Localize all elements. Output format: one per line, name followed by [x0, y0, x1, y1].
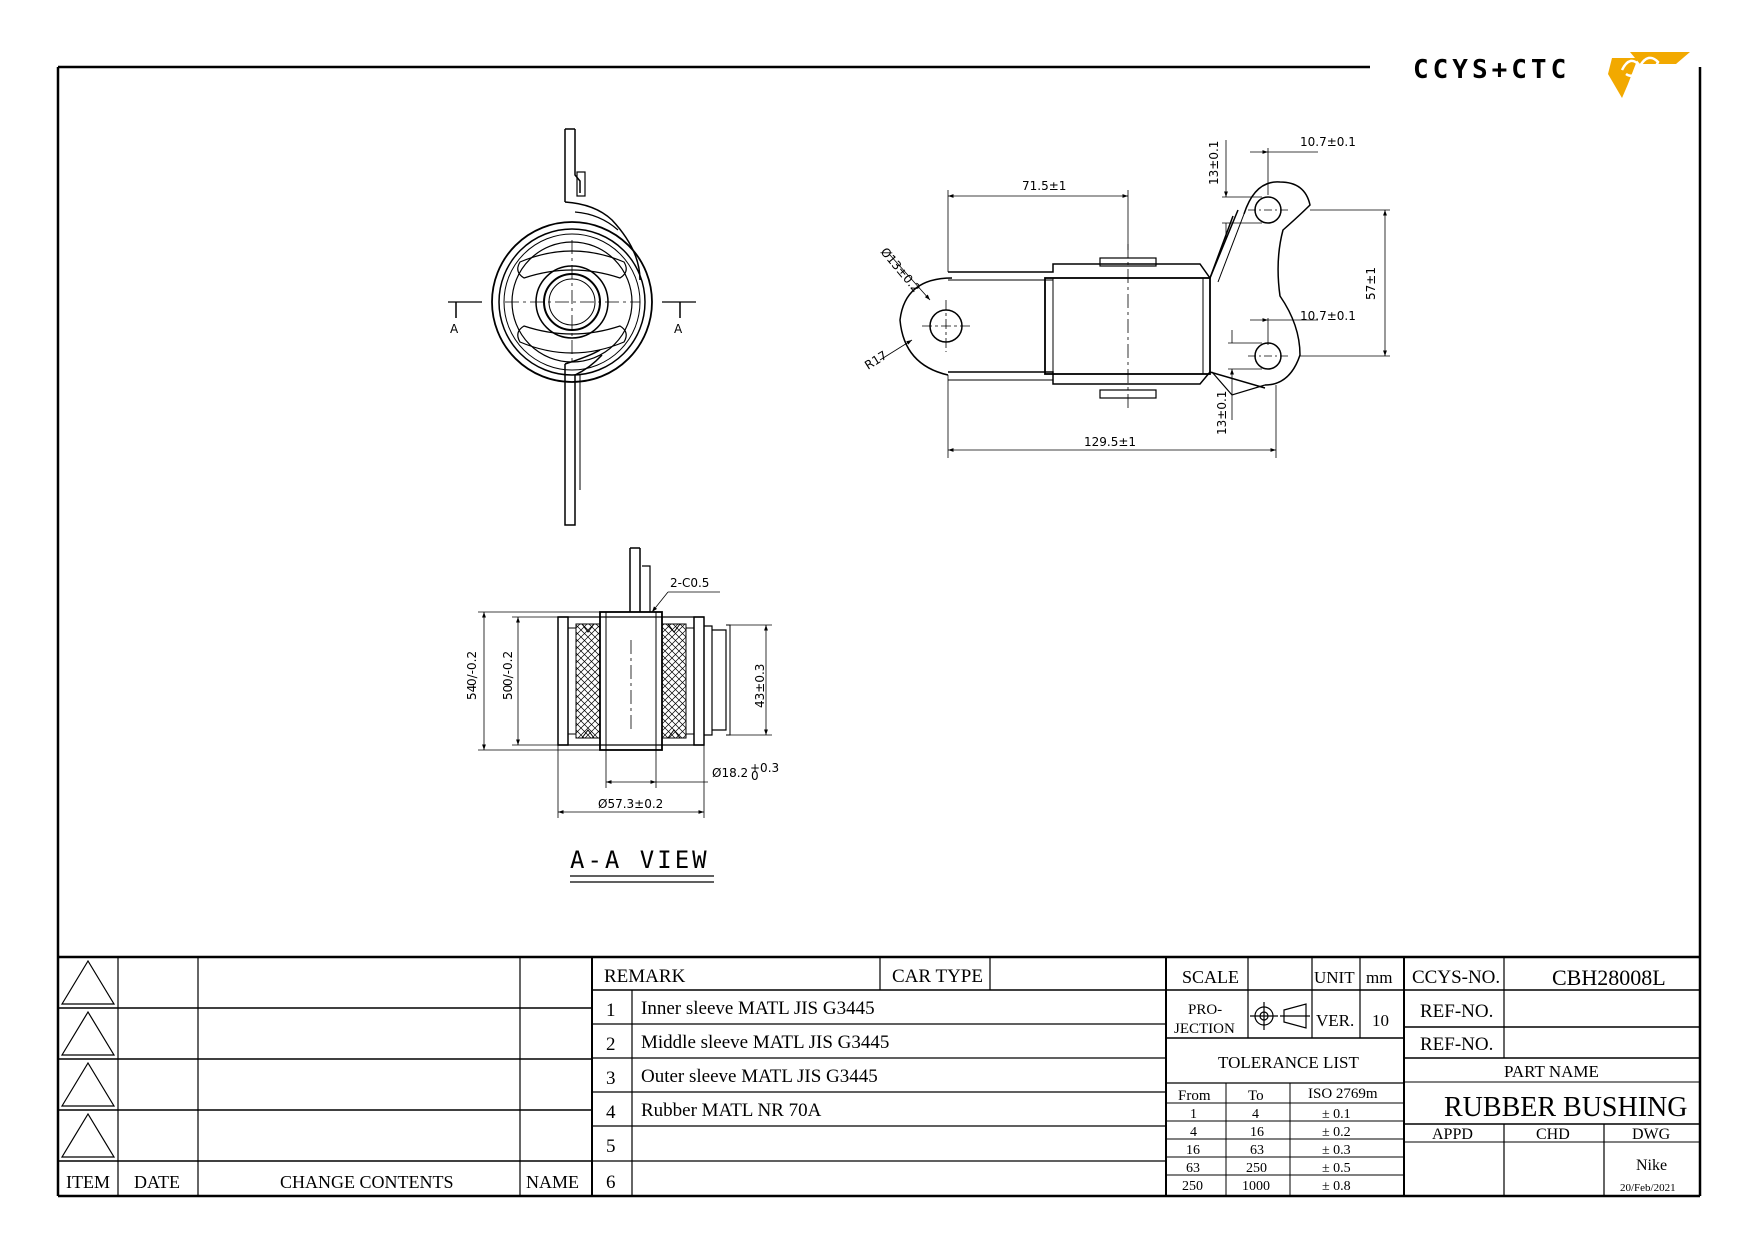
- dim-pin-diameter: Ø13±0.2: [878, 245, 923, 295]
- tol-value-4: ± 0.5: [1322, 1161, 1351, 1176]
- logo-mark-icon: [1608, 52, 1690, 98]
- remark-text-3: Outer sleeve MATL JIS G3445: [641, 1066, 878, 1087]
- remark-no-6: 6: [606, 1172, 616, 1193]
- unit-value: mm: [1366, 968, 1392, 987]
- tol-to-2: 16: [1250, 1125, 1264, 1140]
- remark-no-2: 2: [606, 1034, 616, 1055]
- revision-triangles: [60, 959, 116, 1158]
- projection-label-2: JECTION: [1174, 1021, 1235, 1037]
- remark-text-2: Middle sleeve MATL JIS G3445: [641, 1032, 889, 1053]
- revision-headers: ITEM DATE CHANGE CONTENTS NAME: [66, 1172, 579, 1192]
- tol-from-1: 1: [1190, 1107, 1197, 1122]
- tol-from-2: 4: [1190, 1125, 1197, 1140]
- remark-no-1: 1: [606, 1000, 616, 1021]
- company-logo: CCYS+CTC: [1413, 52, 1690, 98]
- section-view: [557, 547, 731, 751]
- ver-label: VER.: [1316, 1011, 1354, 1030]
- tol-header-iso: ISO 2769m: [1308, 1086, 1378, 1102]
- remark-no-4: 4: [606, 1102, 616, 1123]
- tol-to-3: 63: [1250, 1143, 1264, 1158]
- projection-label-1: PRO-: [1188, 1002, 1222, 1018]
- header-name: NAME: [526, 1172, 579, 1192]
- dwg-label: DWG: [1632, 1126, 1671, 1143]
- ver-value: 10: [1372, 1011, 1389, 1030]
- tol-value-1: ± 0.1: [1322, 1107, 1351, 1122]
- dim-outer-length-tol: 0/-0.2: [465, 651, 479, 686]
- side-view: [899, 181, 1311, 410]
- tol-from-4: 63: [1186, 1161, 1200, 1176]
- remark-no-3: 3: [606, 1068, 616, 1089]
- tol-to-4: 250: [1246, 1161, 1267, 1176]
- section-marker-left: A: [450, 322, 459, 336]
- remark-text-4: Rubber MATL NR 70A: [641, 1100, 822, 1121]
- tol-header-from: From: [1178, 1088, 1211, 1104]
- tol-to-5: 1000: [1242, 1179, 1270, 1194]
- dim-top-hole-height: 13±0.1: [1207, 141, 1221, 185]
- remark-header: REMARK: [604, 966, 686, 987]
- dim-overall-length: 129.5±1: [1084, 435, 1136, 449]
- logo-text: CCYS+CTC: [1413, 55, 1570, 85]
- section-dimensions: [478, 591, 772, 818]
- dim-top-hole-offset: 10.7±0.1: [1300, 135, 1356, 149]
- ccys-no-label: CCYS-NO.: [1412, 967, 1500, 988]
- header-change-contents: CHANGE CONTENTS: [280, 1172, 454, 1192]
- dim-arm-length: 71.5±1: [1022, 179, 1066, 193]
- section-marker-right: A: [674, 322, 683, 336]
- dim-bore-diameter: Ø18.2: [712, 766, 748, 780]
- front-view: [448, 128, 696, 526]
- scale-label: SCALE: [1182, 967, 1239, 987]
- side-view-dimensions: [879, 140, 1390, 458]
- dim-bore-tol-upper: +0.3: [750, 761, 779, 775]
- tolerance-title: TOLERANCE LIST: [1218, 1053, 1359, 1072]
- unit-label: UNIT: [1314, 968, 1355, 987]
- dim-outer-diameter: Ø57.3±0.2: [598, 797, 663, 811]
- appd-label: APPD: [1432, 1126, 1473, 1143]
- aa-view-label: A-A VIEW: [570, 846, 710, 874]
- title-block-right: CCYS-NO. CBH28008L REF-NO. REF-NO. PART …: [1412, 965, 1687, 1194]
- remarks-table: REMARK CAR TYPE 1 Inner sleeve MATL JIS …: [604, 966, 983, 1193]
- ref-no-label-2: REF-NO.: [1420, 1034, 1493, 1055]
- dim-radius: R17: [862, 348, 889, 372]
- projection-symbol-icon: [1250, 1002, 1310, 1030]
- tol-value-5: ± 0.8: [1322, 1179, 1351, 1194]
- ccys-no-value: CBH28008L: [1552, 965, 1666, 990]
- dim-bottom-hole-offset: 10.7±0.1: [1300, 309, 1356, 323]
- dim-bottom-hole-height: 13±0.1: [1215, 391, 1229, 435]
- dim-bore-tol-lower: 0: [751, 769, 759, 783]
- tol-from-5: 250: [1182, 1179, 1203, 1194]
- tol-to-1: 4: [1252, 1107, 1259, 1122]
- part-name-label: PART NAME: [1504, 1062, 1599, 1081]
- dim-chamfer: 2-C0.5: [670, 576, 709, 590]
- spec-block: SCALE UNIT mm PRO- JECTION VER. 10 TOLER…: [1174, 967, 1392, 1194]
- remark-text-1: Inner sleeve MATL JIS G3445: [641, 998, 875, 1019]
- header-date: DATE: [134, 1172, 180, 1192]
- remark-no-5: 5: [606, 1136, 616, 1157]
- tol-from-3: 16: [1186, 1143, 1200, 1158]
- car-type-label: CAR TYPE: [892, 966, 983, 987]
- dim-outer-length: 54: [465, 685, 479, 700]
- dim-bracket-height: 57±1: [1364, 267, 1378, 300]
- ref-no-label-1: REF-NO.: [1420, 1001, 1493, 1022]
- drawn-by: Nike: [1636, 1157, 1667, 1174]
- header-item: ITEM: [66, 1172, 110, 1192]
- tol-header-to: To: [1248, 1088, 1264, 1104]
- title-block: [58, 955, 1700, 1196]
- tol-value-2: ± 0.2: [1322, 1125, 1351, 1140]
- part-name-value: RUBBER BUSHING: [1444, 1092, 1687, 1123]
- drawing-date: 20/Feb/2021: [1620, 1182, 1676, 1194]
- dim-inner-length: 50: [501, 685, 515, 700]
- dim-middle-length: 43±0.3: [753, 664, 767, 708]
- chd-label: CHD: [1536, 1126, 1570, 1143]
- dim-inner-length-tol: 0/-0.2: [501, 651, 515, 686]
- tol-value-3: ± 0.3: [1322, 1143, 1351, 1158]
